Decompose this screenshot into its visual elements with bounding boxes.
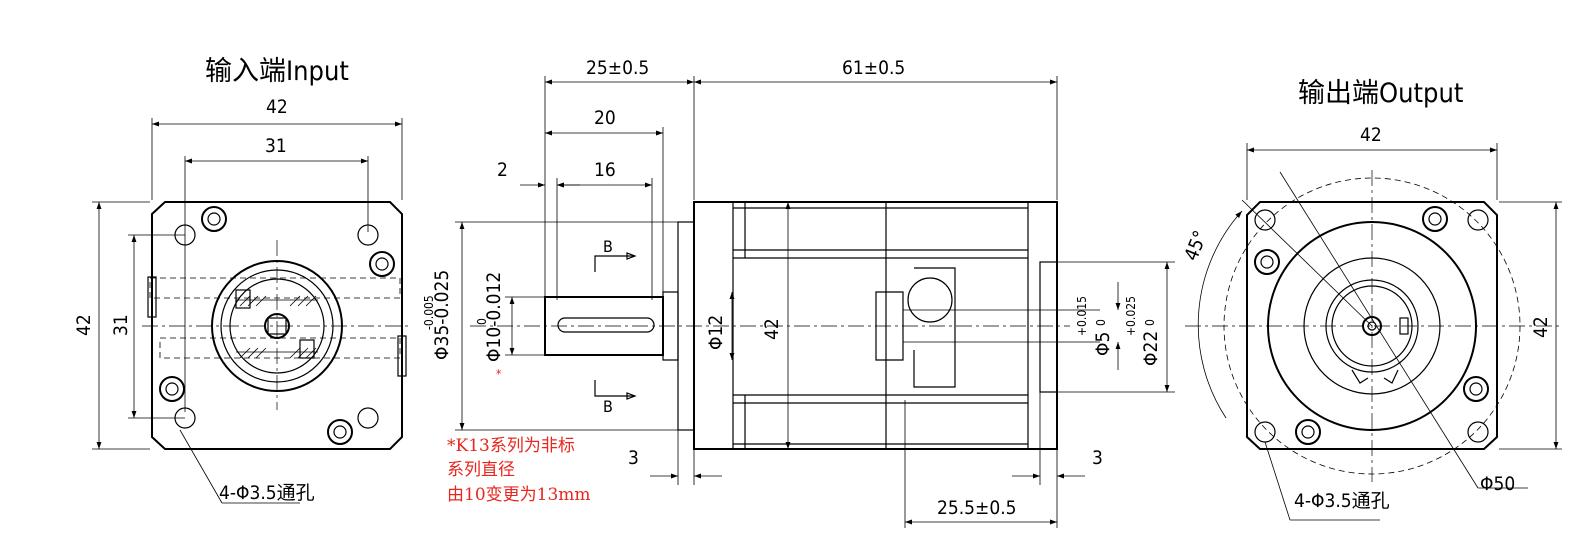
section-b-bottom: B [603, 397, 613, 416]
section-b-top: B [603, 237, 613, 256]
output-screw [1295, 419, 1321, 445]
output-flange-outline [1246, 201, 1498, 450]
pitch-circle-d50 [1223, 177, 1521, 475]
dim-d5-tol: +0.015 [1075, 296, 1089, 336]
input-bore [264, 313, 290, 339]
input-screw [327, 419, 353, 445]
dim-31-top: 31 [265, 135, 287, 157]
input-hole [174, 224, 196, 246]
input-hole [174, 407, 196, 429]
output-screw [1422, 206, 1448, 232]
input-flange-outline [151, 201, 403, 450]
dim-d12: Φ12 [705, 315, 727, 350]
note-line-2: 系列直径 [447, 460, 515, 480]
output-screw [1463, 376, 1489, 402]
output-boss [1267, 221, 1477, 431]
dim-d50: Φ50 [1480, 473, 1515, 495]
input-screw [159, 376, 185, 402]
output-hole [1254, 421, 1276, 443]
input-boss-inner [220, 269, 334, 383]
output-screw [1254, 249, 1280, 275]
dim-d22-tol: +0.025 [1124, 296, 1138, 336]
output-view: 输出端Output 42 42 45° [1180, 78, 1562, 521]
dim-61: 61±0.5 [842, 57, 905, 79]
dim-42-top: 42 [266, 96, 288, 118]
angle-45: 45° [1180, 228, 1212, 264]
dim-2: 2 [497, 159, 508, 181]
dim-42-side: 42 [761, 318, 783, 340]
dim-25-5: 25.5±0.5 [937, 497, 1017, 519]
dim-16: 16 [594, 159, 616, 181]
angle-arc [1197, 210, 1243, 419]
dim-d35: Φ35-0.025 [431, 270, 453, 360]
dim-42-output-right: 42 [1530, 316, 1552, 338]
dim-31-left: 31 [110, 314, 132, 336]
input-hole [357, 224, 379, 246]
input-boss-outer [211, 260, 343, 392]
dim-d5: Φ5 [1092, 332, 1114, 356]
dim-3-left: 3 [628, 447, 639, 469]
input-screw [201, 206, 227, 232]
dim-d22: Φ22 [1140, 331, 1162, 366]
dim-42-output-top: 42 [1360, 124, 1382, 146]
note-line-1: *K13系列为非标 [447, 436, 575, 456]
output-hole [1254, 209, 1276, 231]
input-screw [369, 251, 395, 277]
dim-3-right: 3 [1092, 447, 1103, 469]
output-hole-note: 4-Φ3.5通孔 [1294, 490, 1390, 512]
input-hole [357, 407, 379, 429]
note-line-3: 由10变更为13mm [447, 485, 591, 505]
dim-d5-zero: 0 [1094, 319, 1108, 326]
output-hole [1467, 209, 1489, 231]
dim-d22-zero: 0 [1143, 319, 1157, 326]
output-hole [1467, 421, 1489, 443]
k13-note: *K13系列为非标 系列直径 由10变更为13mm [447, 436, 591, 505]
dim-d35-tol: -0.005 [422, 295, 436, 330]
output-shaft [1362, 316, 1382, 336]
dim-20: 20 [594, 107, 616, 129]
d10-star: * [496, 367, 502, 381]
input-title: 输入端Input [205, 56, 349, 87]
output-title: 输出端Output [1298, 78, 1463, 109]
side-view: 25±0.5 61±0.5 20 16 2 [422, 57, 1175, 528]
dim-25: 25±0.5 [586, 57, 649, 79]
dim-d10: Φ10-0.012 [483, 272, 505, 362]
dim-42-left: 42 [73, 314, 95, 336]
input-view: 输入端Input 42 31 42 31 [73, 56, 412, 504]
dim-d10-tol: 0 [475, 318, 489, 325]
input-hole-note: 4-Φ3.5通孔 [219, 482, 315, 504]
